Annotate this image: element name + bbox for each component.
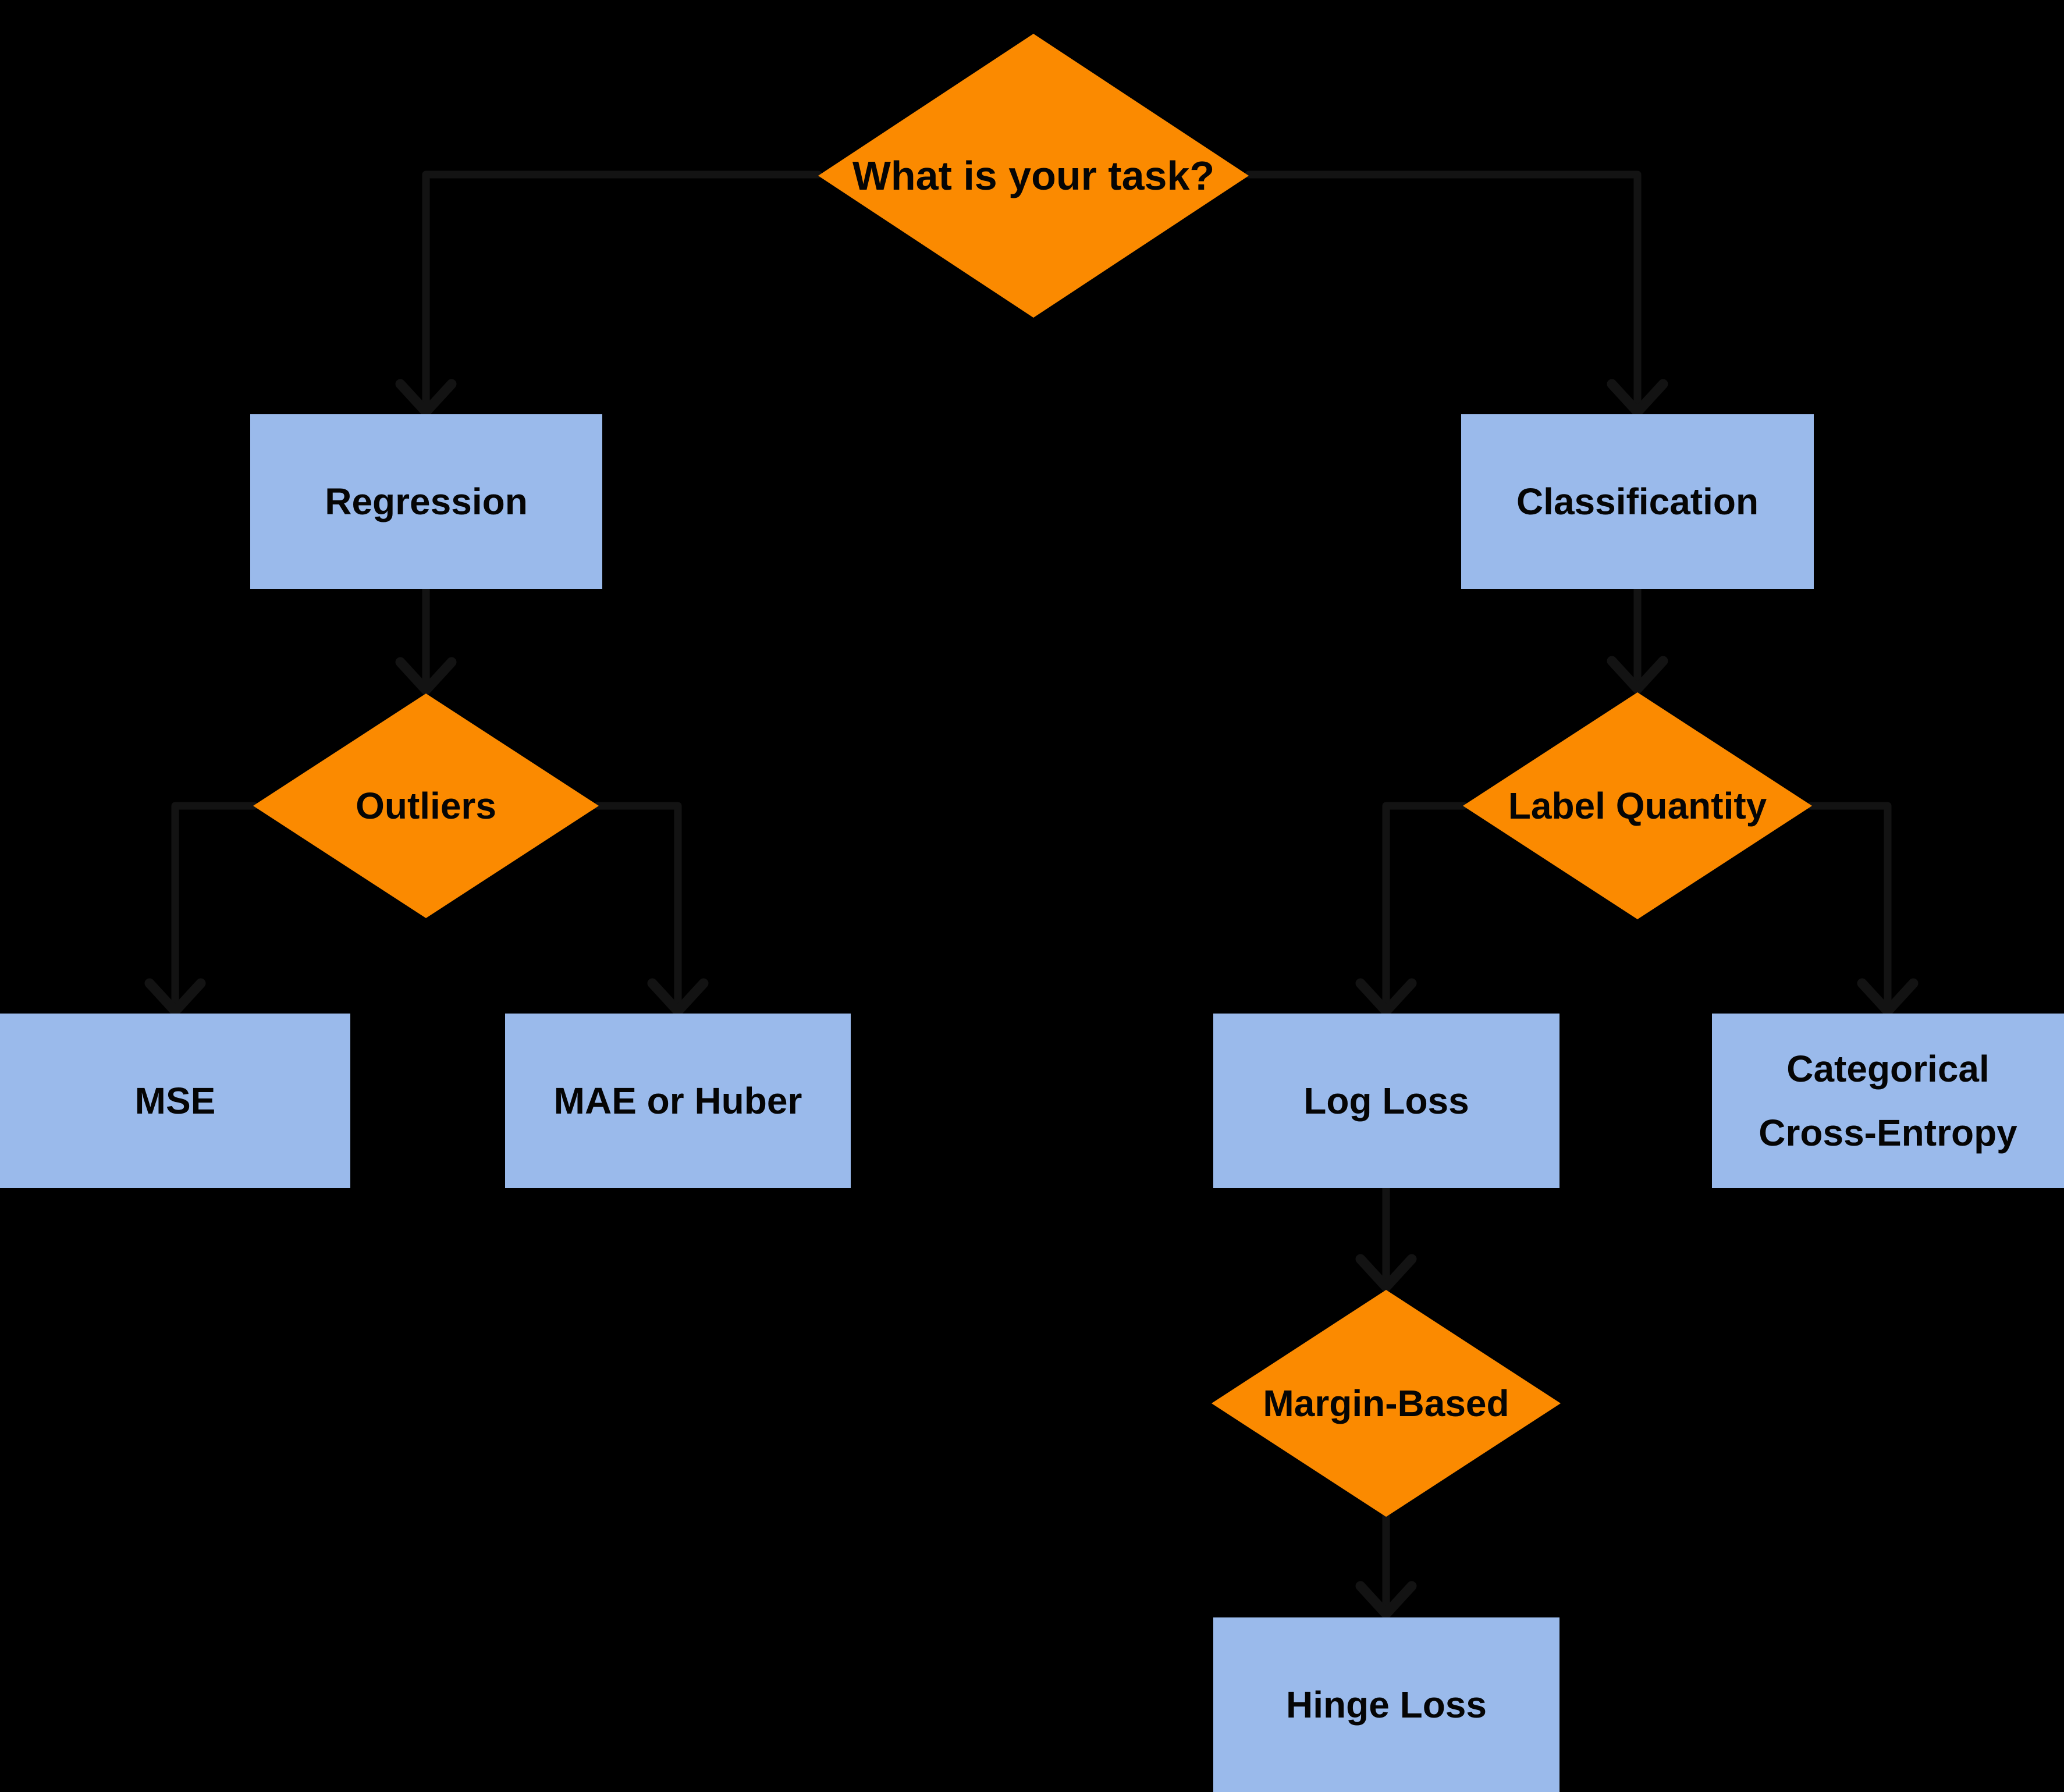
arrowhead-icon — [144, 978, 206, 1016]
node-label: Categorical Cross-Entropy — [1759, 1037, 2017, 1165]
arrowhead-icon — [1355, 1254, 1417, 1292]
arrowhead-icon — [647, 978, 709, 1016]
connector-task-to-classification — [1245, 170, 1668, 417]
process-regression: Regression — [250, 414, 602, 589]
node-label: Hinge Loss — [1286, 1684, 1487, 1726]
arrowhead-icon — [395, 657, 457, 695]
connector-label-quantity-to-categorical-cross-entropy — [1807, 802, 1919, 1016]
connector-outliers-to-mae-or-huber — [594, 802, 709, 1016]
node-label-line-1: Categorical — [1786, 1047, 1990, 1090]
arrowhead-icon — [395, 379, 457, 417]
arrowhead-icon — [1355, 1581, 1417, 1619]
arrowhead-icon — [1355, 978, 1417, 1016]
process-log-loss: Log Loss — [1213, 1014, 1559, 1188]
process-mse: MSE — [0, 1014, 350, 1188]
node-label: Outliers — [356, 785, 496, 827]
connector-classification-to-label-quantity — [1607, 585, 1668, 694]
node-label: What is your task? — [852, 153, 1215, 198]
node-label: Margin-Based — [1263, 1382, 1509, 1424]
connector-label-quantity-to-log-loss — [1355, 802, 1468, 1016]
process-hinge-loss: Hinge Loss — [1213, 1617, 1559, 1792]
connector-regression-to-outliers — [395, 585, 457, 695]
connector-outliers-to-mse — [144, 802, 258, 1016]
node-label: Classification — [1516, 481, 1759, 522]
process-classification: Classification — [1461, 414, 1814, 589]
process-mae-or-huber: MAE or Huber — [505, 1014, 851, 1188]
arrowhead-icon — [1857, 978, 1919, 1016]
arrowhead-icon — [1607, 656, 1668, 694]
node-label-line-2: Cross-Entropy — [1759, 1112, 2017, 1154]
connector-margin-based-to-hinge-loss — [1355, 1512, 1417, 1619]
node-label: Log Loss — [1303, 1080, 1469, 1122]
connector-task-to-regression — [395, 170, 822, 417]
connector-log-loss-to-margin-based — [1355, 1184, 1417, 1292]
node-label: MAE or Huber — [553, 1080, 802, 1122]
node-label: Label Quantity — [1508, 785, 1767, 827]
arrowhead-icon — [1607, 379, 1668, 417]
process-categorical-cross-entropy: Categorical Cross-Entropy — [1712, 1014, 2064, 1188]
node-label: MSE — [134, 1080, 216, 1122]
node-label: Regression — [325, 481, 528, 522]
